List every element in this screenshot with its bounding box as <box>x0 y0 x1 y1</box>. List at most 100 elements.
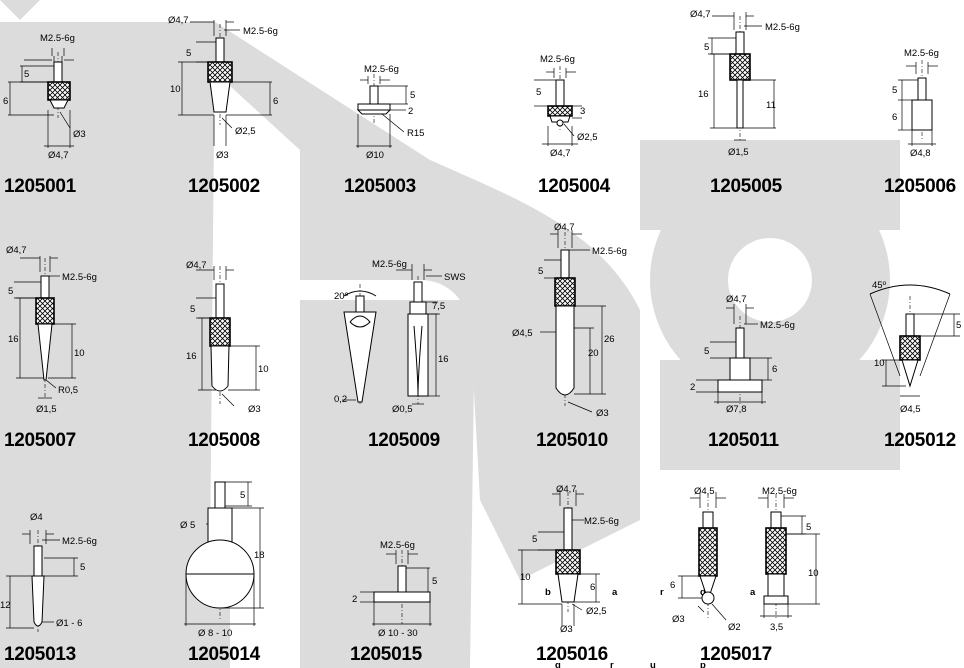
dim-label: Ø2 <box>728 622 741 633</box>
dim-label: 5 <box>80 562 85 573</box>
part-code: 1205002 <box>188 176 260 197</box>
part-1205010: Ø4,7 M2.5-6g 5 Ø4,5 26 20 Ø3 1205010 <box>510 216 650 456</box>
dim-label: M2.5-6g <box>592 246 627 257</box>
dim-label: 18 <box>254 550 265 561</box>
dim-label: 10 <box>170 84 181 95</box>
part-drawing: Ø4,7 M2.5-6g 5 10 6 Ø2,5 Ø3 <box>168 15 278 161</box>
dim-label: 10 <box>520 572 531 583</box>
dim-label: Ø4,8 <box>910 148 931 159</box>
dim-label: M2.5-6g <box>40 33 75 44</box>
part-drawing: Ø4,7 5 16 10 Ø3 <box>186 260 269 415</box>
part-code: 1205006 <box>884 176 956 197</box>
dim-label: M2.5-6g <box>243 26 278 37</box>
part-drawing: M2.5-6g 5 6 Ø4,8 <box>892 48 939 159</box>
dim-label: 2 <box>690 382 695 393</box>
part-1205002: Ø4,7 M2.5-6g 5 10 6 Ø2,5 Ø3 1205002 <box>160 0 300 200</box>
dim-label: 3 <box>580 106 585 117</box>
dim-label: 5 <box>190 304 195 315</box>
dim-label: 10 <box>874 358 885 369</box>
part-drawing: 5 Ø 5 18 Ø 8 - 10 <box>180 481 265 639</box>
dim-label: 5 <box>410 90 415 101</box>
part-drawing: M2.5-6g 5 6 Ø3 Ø4,7 <box>3 33 86 161</box>
part-code: 1205013 <box>4 644 76 665</box>
part-code: 1205003 <box>344 176 416 197</box>
dim-label: M2.5-6g <box>762 486 797 497</box>
part-drawing: Ø4,7 M2.5-6g 5 16 10 R0,5 Ø1,5 <box>6 245 97 415</box>
dim-label: 10 <box>74 348 85 359</box>
part-1205005: Ø4,7 M2.5-6g 5 16 11 Ø1,5 1205005 <box>690 0 820 200</box>
dim-label: Ø4,5 <box>694 486 715 497</box>
dim-label: 20º <box>334 291 349 302</box>
dim-label: 5 <box>806 522 811 533</box>
dim-label: M2.5-6g <box>62 536 97 547</box>
dim-label: Ø 5 <box>180 520 195 531</box>
dim-label: Ø4,7 <box>186 260 207 271</box>
dim-label: Ø4,7 <box>550 148 571 159</box>
part-1205017: Ø4,5 6 Ø3 Ø2 M2.5-6g 5 10 3,5 1205017 <box>670 480 850 668</box>
part-code: 1205008 <box>188 430 260 451</box>
dim-label: 5 <box>532 534 537 545</box>
part-1205004: M2.5-6g 5 3 Ø2,5 Ø4,7 1205004 <box>520 0 640 200</box>
part-code: 1205017 <box>700 644 772 665</box>
dim-label: Ø4,7 <box>6 245 27 256</box>
part-drawing: 45º 5 10 Ø4,5 <box>869 280 961 415</box>
dim-label: 16 <box>698 89 709 100</box>
part-code: 1205014 <box>188 644 260 665</box>
dim-label: 5 <box>538 266 543 277</box>
dim-label: 6 <box>590 582 595 593</box>
part-drawing: M2.5-6g 5 3 Ø2,5 Ø4,7 <box>534 54 598 159</box>
dim-label: 6 <box>3 96 8 107</box>
dim-label: M2.5-6g <box>904 48 939 59</box>
part-1205014: 5 Ø 5 18 Ø 8 - 10 1205014 <box>160 470 300 668</box>
watermark-letter: a <box>612 587 618 598</box>
dim-label: Ø4,7 <box>554 222 575 233</box>
dim-label: Ø 10 - 30 <box>378 628 418 639</box>
dim-label: SWS <box>444 272 466 283</box>
dim-label: Ø3 <box>73 129 86 140</box>
dim-label: 16 <box>8 334 19 345</box>
part-1205009: 20º 0,2 M2.5-6g SWS 7,5 16 Ø0,5 1205009 <box>320 236 480 456</box>
dim-label: 6 <box>892 112 897 123</box>
dim-label: Ø3 <box>216 150 229 161</box>
dim-label: Ø3 <box>672 614 685 625</box>
dim-label: Ø7,8 <box>726 404 747 415</box>
dim-label: 5 <box>8 286 13 297</box>
dim-label: 5 <box>24 69 29 80</box>
dim-label: 6 <box>273 96 278 107</box>
dim-label: Ø4,7 <box>726 294 747 305</box>
part-1205016: Ø4,7 M2.5-6g 5 10 6 Ø2,5 Ø3 1205016 <box>510 480 650 668</box>
dim-label: Ø4,7 <box>556 484 577 495</box>
part-code: 1205004 <box>538 176 610 197</box>
watermark-text: b a r d a g r u p <box>545 587 756 668</box>
part-1205001: M2.5-6g 5 6 Ø3 Ø4,7 1205001 <box>0 0 120 200</box>
dim-label: M2.5-6g <box>372 259 407 270</box>
part-code: 1205012 <box>884 430 956 451</box>
dim-label: 45º <box>872 280 887 291</box>
part-1205008: Ø4,7 5 16 10 Ø3 1205008 <box>160 236 300 456</box>
part-code: 1205015 <box>350 644 422 665</box>
watermark-letter: r <box>610 660 614 668</box>
part-drawing: 20º 0,2 M2.5-6g SWS 7,5 16 Ø0,5 <box>334 259 466 415</box>
dim-label: 5 <box>956 320 961 331</box>
part-drawing: Ø4 M2.5-6g 5 12 Ø1 - 6 <box>0 512 97 632</box>
part-1205012: 45º 5 10 Ø4,5 1205012 <box>850 236 964 456</box>
part-code: 1205016 <box>536 644 608 665</box>
dim-label: Ø1 - 6 <box>56 618 82 629</box>
dim-label: Ø4,7 <box>690 9 711 20</box>
part-1205006: M2.5-6g 5 6 Ø4,8 1205006 <box>860 0 964 200</box>
part-drawing: Ø4,5 6 Ø3 Ø2 M2.5-6g 5 10 3,5 <box>670 486 820 633</box>
dim-label: 26 <box>604 334 615 345</box>
part-1205015: M2.5-6g 5 2 Ø 10 - 30 1205015 <box>330 520 470 668</box>
dim-label: 2 <box>408 106 413 117</box>
part-code: 1205010 <box>536 430 608 451</box>
part-drawing: Ø4,7 M2.5-6g 5 6 2 Ø7,8 <box>690 294 795 415</box>
dim-label: Ø3 <box>248 404 261 415</box>
dim-label: 12 <box>0 600 11 611</box>
dim-label: Ø 8 - 10 <box>198 628 232 639</box>
part-drawing: Ø4,7 M2.5-6g 5 Ø4,5 26 20 Ø3 <box>512 222 627 419</box>
dim-label: 2 <box>352 594 357 605</box>
part-1205011: Ø4,7 M2.5-6g 5 6 2 Ø7,8 1205011 <box>680 236 820 456</box>
dim-label: Ø4,5 <box>512 328 533 339</box>
dim-label: R0,5 <box>58 385 78 396</box>
watermark-letter: u <box>650 660 656 668</box>
